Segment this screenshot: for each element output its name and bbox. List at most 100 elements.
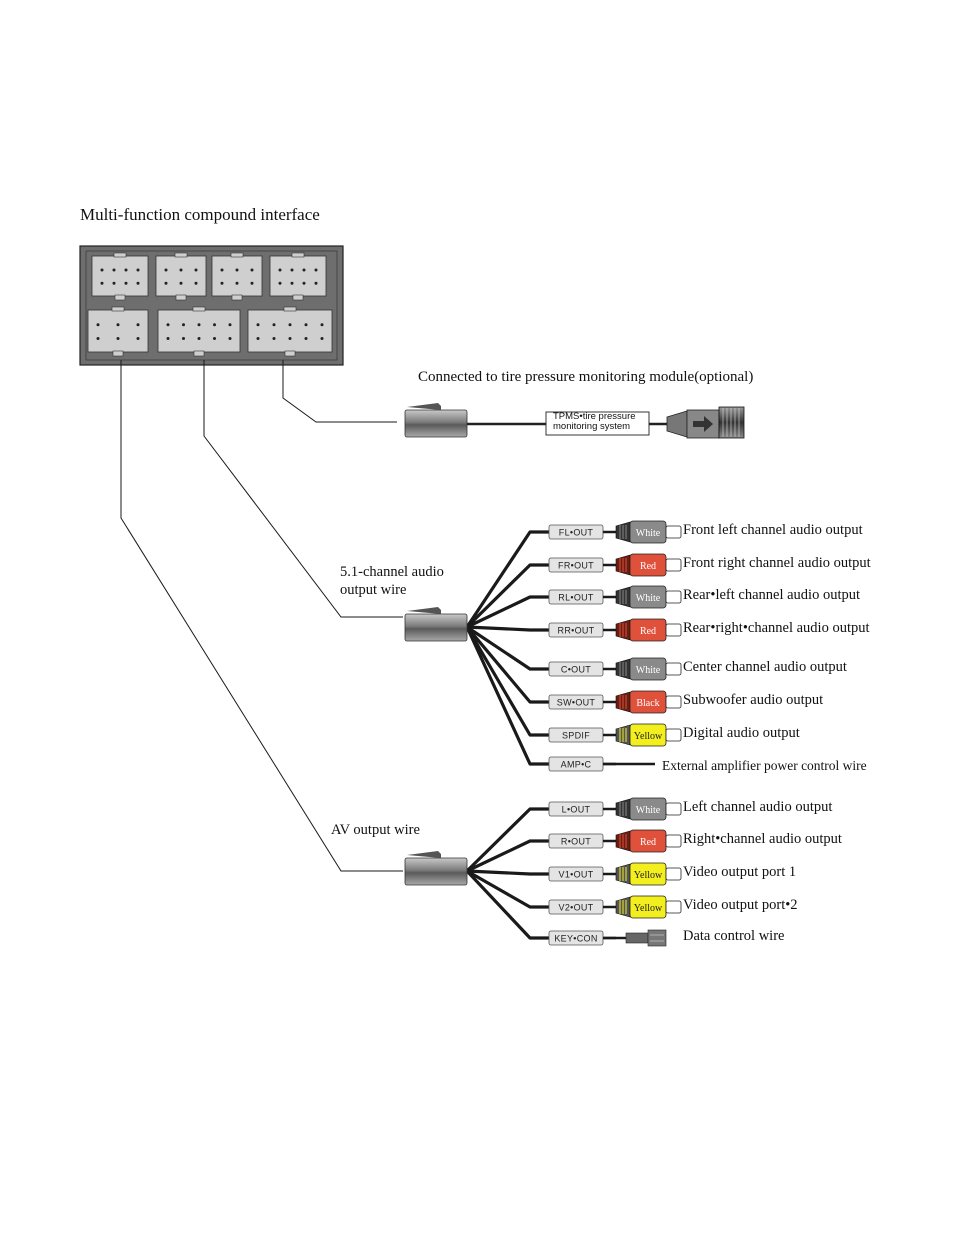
av-plug-2: Yellow — [615, 862, 682, 886]
diagram-title: Multi-function compound interface — [80, 205, 320, 224]
audio-output-label-3: Rear•right•channel audio output — [683, 620, 870, 636]
av-tag-2: V1•OUT — [548, 866, 604, 882]
socket-top-0 — [91, 252, 149, 301]
av-wire-1 — [466, 839, 549, 873]
av-tag-1: R•OUT — [548, 833, 604, 849]
audio-plug-2: White — [615, 585, 682, 609]
tpms-heading: Connected to tire pressure monitoring mo… — [418, 369, 754, 385]
audio-plug-6: Yellow — [615, 723, 682, 747]
audio-tag-6: SPDIF — [548, 727, 604, 743]
audio-plug-label-6: Yellow — [634, 731, 663, 742]
audio-tag-7: AMP•C — [548, 756, 604, 772]
audio-leader-line — [203, 360, 403, 618]
audio-wire-label-line1: 5.1-channel audio — [340, 564, 444, 580]
audio-plug-1: Red — [615, 553, 682, 577]
audio-tag-text-2: RL•OUT — [558, 593, 594, 603]
audio-tag-text-6: SPDIF — [562, 731, 590, 741]
socket-bottom-1 — [157, 306, 241, 357]
av-plug-3: Yellow — [615, 895, 682, 919]
av-wire-3 — [466, 869, 549, 909]
socket-bottom-2 — [247, 306, 333, 357]
audio-tag-3: RR•OUT — [548, 622, 604, 638]
tpms-assembly — [404, 403, 745, 439]
av-tag-text-1: R•OUT — [561, 837, 591, 847]
av-tag-text-4: KEY•CON — [554, 934, 597, 944]
audio-wire-5 — [465, 625, 549, 704]
av-tag-text-2: V1•OUT — [559, 870, 594, 880]
av-wire-0 — [465, 807, 549, 873]
audio-plug-label-4: White — [636, 665, 661, 676]
audio-tag-text-7: AMP•C — [561, 760, 592, 770]
audio-output-label-6: Digital audio output — [683, 725, 800, 741]
audio-tag-1: FR•OUT — [548, 557, 604, 573]
audio-tag-2: RL•OUT — [548, 589, 604, 605]
av-tag-text-3: V2•OUT — [559, 903, 594, 913]
audio-output-label-2: Rear•left channel audio output — [683, 587, 861, 603]
audio-output-label-7: External amplifier power control wire — [662, 758, 867, 773]
av-plug-0: White — [615, 797, 682, 821]
audio-tag-text-5: SW•OUT — [557, 698, 596, 708]
tpms-tag-line1: TPMS•tire pressure — [553, 411, 636, 422]
av-output-label-3: Video output port•2 — [683, 897, 798, 913]
av-tag-text-0: L•OUT — [562, 805, 591, 815]
av-leader-line — [120, 360, 403, 872]
av-plug-label-2: Yellow — [634, 870, 663, 881]
audio-wire-7 — [465, 626, 549, 766]
audio-output-label-0: Front left channel audio output — [683, 522, 863, 538]
av-connector — [404, 851, 468, 886]
av-output-label-4: Data control wire — [683, 928, 785, 944]
audio-wire-0 — [465, 530, 549, 628]
audio-tag-text-0: FL•OUT — [559, 528, 594, 538]
av-data-plug-4 — [603, 929, 667, 947]
av-plug-label-0: White — [636, 805, 661, 816]
av-plug-label-1: Red — [640, 837, 656, 848]
audio-wire-label-line2: output wire — [340, 582, 407, 598]
audio-tag-5: SW•OUT — [548, 694, 604, 710]
audio-tag-4: C•OUT — [548, 661, 604, 677]
audio-plug-5: Black — [615, 690, 682, 714]
audio-plug-label-1: Red — [640, 561, 656, 572]
av-wire-label: AV output wire — [331, 822, 420, 838]
audio-output-label-5: Subwoofer audio output — [683, 692, 824, 708]
audio-wire-4 — [466, 625, 549, 671]
audio-wire-2 — [466, 595, 549, 629]
av-wire-4 — [465, 869, 549, 940]
tpms-tag: TPMS•tire pressure monitoring system — [553, 412, 636, 432]
audio-tag-0: FL•OUT — [548, 524, 604, 540]
av-output-label-1: Right•channel audio output — [683, 831, 842, 847]
audio-plug-0: White — [615, 520, 682, 544]
audio-wire-1 — [465, 563, 549, 629]
audio-wire-label: 5.1-channel audio output wire — [340, 563, 444, 599]
av-output-label-2: Video output port 1 — [683, 864, 797, 880]
audio-tag-text-1: FR•OUT — [558, 561, 594, 571]
tpms-tag-line2: monitoring system — [553, 421, 631, 432]
audio-plug-label-0: White — [636, 528, 661, 539]
socket-top-2 — [211, 252, 263, 301]
audio-connector — [404, 607, 468, 642]
av-tag-3: V2•OUT — [548, 899, 604, 915]
audio-plug-label-2: White — [636, 593, 661, 604]
audio-plug-4: White — [615, 657, 682, 681]
audio-output-label-4: Center channel audio output — [683, 659, 847, 675]
av-tag-0: L•OUT — [548, 801, 604, 817]
audio-plug-label-5: Black — [636, 698, 659, 709]
compound-interface-block — [79, 245, 344, 366]
audio-wire-3 — [466, 625, 549, 632]
tpms-leader-line — [282, 360, 397, 423]
av-wire-2 — [466, 869, 549, 876]
audio-plug-label-3: Red — [640, 626, 656, 637]
interface-sockets — [87, 252, 333, 357]
audio-tag-text-3: RR•OUT — [558, 626, 595, 636]
av-plug-1: Red — [615, 829, 682, 853]
audio-plug-3: Red — [615, 618, 682, 642]
leader-lines — [120, 360, 403, 872]
av-output-label-0: Left channel audio output — [683, 799, 833, 815]
audio-wire-6 — [465, 626, 549, 737]
socket-bottom-0 — [87, 306, 149, 357]
socket-top-3 — [269, 252, 327, 301]
av-tag-4: KEY•CON — [548, 930, 604, 946]
audio-tag-text-4: C•OUT — [561, 665, 591, 675]
